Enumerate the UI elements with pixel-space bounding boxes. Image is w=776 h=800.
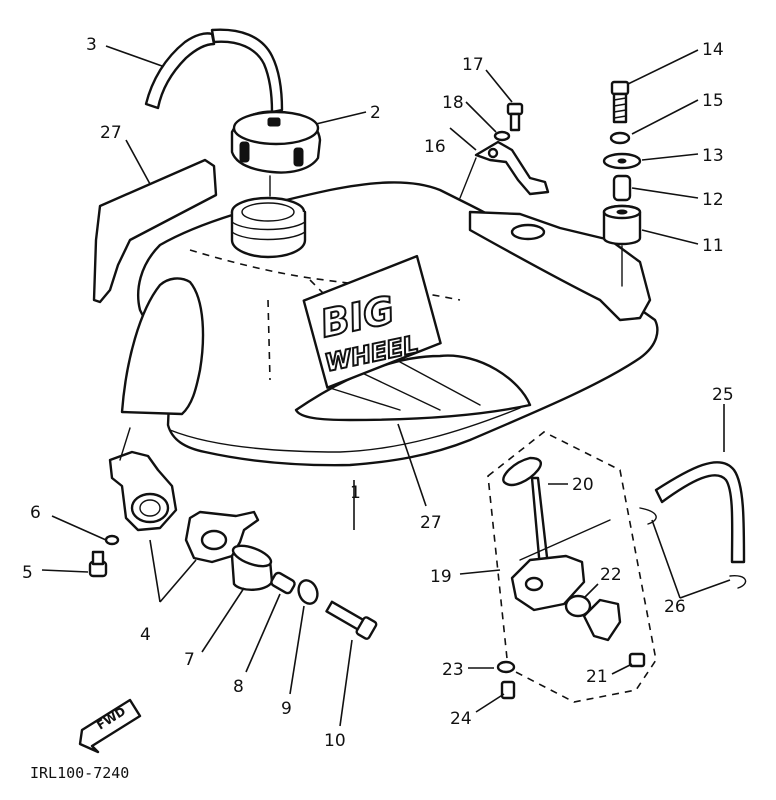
- callout-26: 26: [664, 597, 686, 617]
- callout-27-top: 27: [100, 123, 122, 143]
- fwd-arrow: FWD: [78, 698, 142, 754]
- rear-mount-stack: [602, 80, 642, 287]
- front-washer: [297, 579, 319, 605]
- callout-10: 10: [324, 731, 346, 751]
- callout-5: 5: [22, 563, 33, 583]
- part-code-label: IRL100-7240: [30, 764, 129, 782]
- callout-9: 9: [281, 699, 292, 719]
- callout-13: 13: [702, 146, 724, 166]
- callout-11: 11: [702, 236, 724, 256]
- callout-23: 23: [442, 660, 464, 680]
- callout-7: 7: [184, 650, 195, 670]
- callout-22: 22: [600, 565, 622, 585]
- callout-21: 21: [586, 667, 608, 687]
- callout-19: 19: [430, 567, 452, 587]
- front-bolt: [325, 600, 378, 640]
- front-brackets: [108, 427, 260, 564]
- callout-18: 18: [442, 93, 464, 113]
- fuel-cock-assembly: [487, 431, 657, 703]
- front-collar: [270, 571, 296, 595]
- callout-numbers: 1 2 3 4 5 6 7 8 9 10 11 12 13 14 15 16 1…: [22, 35, 734, 751]
- callout-12: 12: [702, 190, 724, 210]
- fuel-hose: [639, 461, 747, 589]
- callout-17: 17: [462, 55, 484, 75]
- big-wheel-logo: BIG WHEEL: [302, 254, 442, 389]
- leader-lines: [41, 45, 731, 727]
- callout-14: 14: [702, 40, 724, 60]
- callout-16: 16: [424, 137, 446, 157]
- tank-bracket: [459, 102, 550, 199]
- fuel-cap: [230, 110, 322, 197]
- side-cover-left: [92, 158, 218, 304]
- breather-hose: [144, 28, 284, 114]
- callout-25: 25: [712, 385, 734, 405]
- callout-24: 24: [450, 709, 472, 729]
- callout-6: 6: [30, 503, 41, 523]
- callout-8: 8: [233, 677, 244, 697]
- callout-2: 2: [370, 103, 381, 123]
- callout-27-bottom: 27: [420, 513, 442, 533]
- callout-4: 4: [140, 625, 151, 645]
- callout-3: 3: [86, 35, 97, 55]
- callout-20: 20: [572, 475, 594, 495]
- callout-1: 1: [350, 483, 361, 503]
- filler-neck: [230, 196, 307, 259]
- callout-15: 15: [702, 91, 724, 111]
- front-grommet: [230, 544, 274, 591]
- bolt-5-washer-6: [88, 534, 120, 578]
